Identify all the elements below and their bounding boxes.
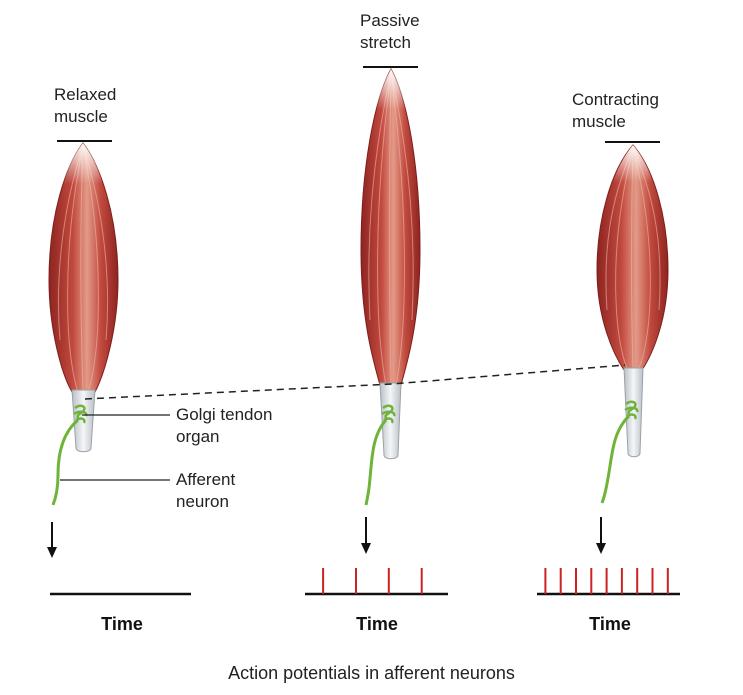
spike-train <box>322 568 423 594</box>
relaxed-muscle-label: Relaxed muscle <box>54 85 117 126</box>
panel-contracting <box>537 141 680 596</box>
afferent-neuron <box>600 414 631 504</box>
junction-reference-line <box>84 364 626 400</box>
afferent-neuron-label: Afferent neuron <box>176 470 236 511</box>
time-label-relaxed: Time <box>101 614 143 634</box>
afferent-neuron <box>364 418 388 506</box>
time-label-contracting: Time <box>589 614 631 634</box>
passive-stretch-label: Passive stretch <box>360 11 420 52</box>
tendon <box>623 367 644 458</box>
spike-train <box>544 568 669 594</box>
panel-passive-stretch <box>305 66 448 596</box>
diagram-caption: Action potentials in afferent neurons <box>228 663 515 683</box>
panel-relaxed <box>47 140 191 596</box>
time-label-passive: Time <box>356 614 398 634</box>
golgi-tendon-organ-label: Golgi tendon organ <box>176 405 273 446</box>
tendon <box>379 382 402 460</box>
afferent-neuron <box>51 418 80 506</box>
contracting-muscle-label: Contracting muscle <box>572 90 659 131</box>
